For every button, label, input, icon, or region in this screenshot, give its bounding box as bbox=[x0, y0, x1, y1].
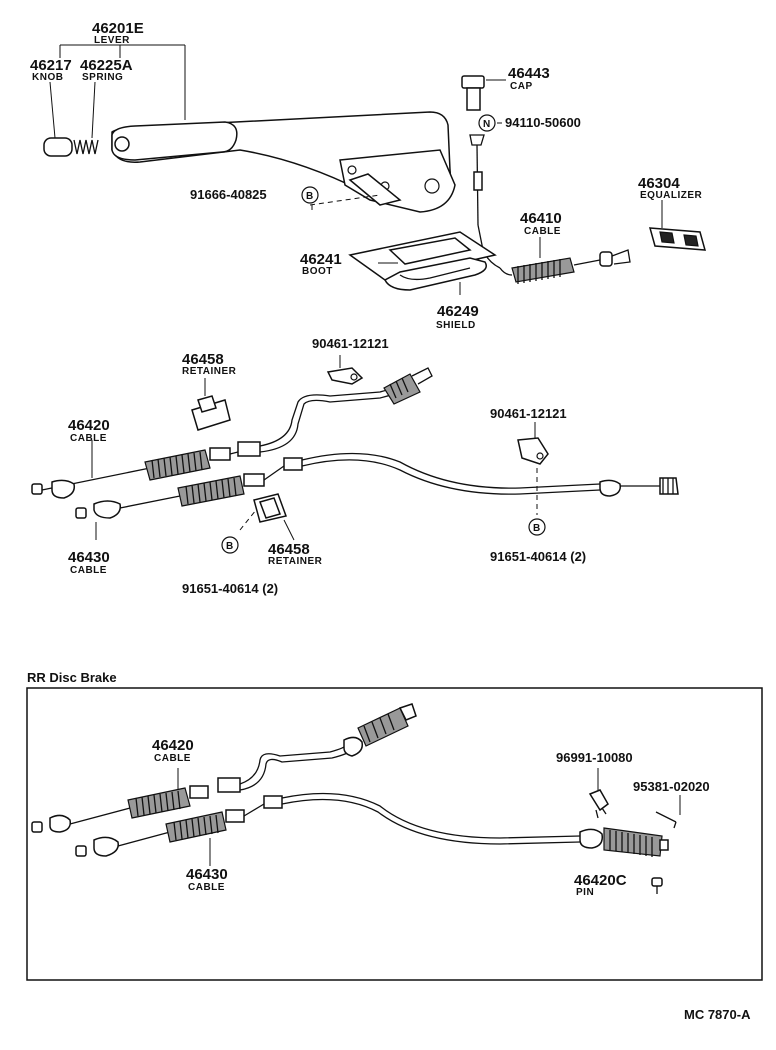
rr-pin2-part bbox=[655, 795, 681, 829]
label-knob-num: 46217 bbox=[30, 57, 72, 74]
label-n-num: 94110-50600 bbox=[505, 115, 581, 130]
b-marker-2 bbox=[221, 536, 239, 554]
label-b-mark-2: B bbox=[226, 541, 234, 552]
label-boot-num: 46241 bbox=[300, 251, 342, 268]
label-cable-46420-name: CABLE bbox=[70, 433, 107, 444]
label-b-mark-3: B bbox=[533, 523, 541, 534]
label-retainer-1-name: RETAINER bbox=[182, 366, 237, 377]
label-rr-pin2-num: 95381-02020 bbox=[633, 779, 710, 794]
label-cable-46410-num: 46410 bbox=[520, 210, 562, 227]
label-shield-name: SHIELD bbox=[436, 320, 476, 331]
label-footer-code: MC 7870-A bbox=[684, 1007, 751, 1022]
label-retainer-2-name: RETAINER bbox=[268, 556, 323, 567]
cap-part bbox=[461, 75, 506, 111]
cable-46430-part bbox=[75, 452, 679, 540]
label-cable-46420-num: 46420 bbox=[68, 417, 110, 434]
label-cable-46430-name: CABLE bbox=[70, 565, 107, 576]
clip-2-part bbox=[517, 422, 549, 515]
label-retainer-1-num: 46458 bbox=[182, 351, 224, 368]
label-knob-name: KNOB bbox=[32, 72, 63, 83]
label-boot-name: BOOT bbox=[302, 266, 333, 277]
rr-cable-46430-part bbox=[75, 792, 669, 866]
b-marker-1 bbox=[301, 186, 319, 204]
retainer-2-part bbox=[239, 493, 295, 541]
label-b-num-1: 91666-40825 bbox=[190, 187, 267, 202]
label-rr-cable-46430-name: CABLE bbox=[188, 882, 225, 893]
label-cable-46430-num: 46430 bbox=[68, 549, 110, 566]
rr-clip-part bbox=[588, 768, 609, 819]
labels: 46201E LEVER 46217 KNOB 46225A SPRING 46… bbox=[27, 20, 751, 1022]
label-lever-name: LEVER bbox=[94, 35, 130, 46]
cable-46420-part bbox=[31, 367, 433, 499]
label-lever-num: 46201E bbox=[92, 20, 144, 37]
label-spring-name: SPRING bbox=[82, 72, 123, 83]
label-rr-cable-46420-num: 46420 bbox=[152, 737, 194, 754]
boot-shield bbox=[348, 231, 497, 295]
knob-shape bbox=[43, 137, 73, 157]
label-n-mark: N bbox=[483, 119, 491, 130]
label-clip-2-num: 90461-12121 bbox=[490, 406, 567, 421]
label-spring-num: 46225A bbox=[80, 57, 133, 74]
label-equalizer-num: 46304 bbox=[638, 175, 680, 192]
rr-cable-46420-part bbox=[31, 703, 417, 833]
label-bolt-right-num: 91651-40614 (2) bbox=[490, 549, 586, 564]
spring-shape bbox=[73, 139, 99, 155]
retainer-1-part bbox=[191, 378, 231, 431]
label-rr-cable-46430-num: 46430 bbox=[186, 866, 228, 883]
label-equalizer-name: EQUALIZER bbox=[640, 190, 703, 201]
clip-1-part bbox=[326, 355, 364, 385]
label-rr-cable-46420-name: CABLE bbox=[154, 753, 191, 764]
label-cap-num: 46443 bbox=[508, 65, 550, 82]
rr-disc-brake-box bbox=[26, 687, 763, 981]
equalizer-part bbox=[648, 200, 707, 251]
label-section-title: RR Disc Brake bbox=[27, 670, 117, 685]
label-retainer-2-num: 46458 bbox=[268, 541, 310, 558]
cable-46410 bbox=[499, 237, 631, 284]
label-bolt-left-num: 91651-40614 (2) bbox=[182, 581, 278, 596]
label-clip-1-num: 90461-12121 bbox=[312, 336, 389, 351]
b-marker-3 bbox=[528, 518, 546, 536]
label-rr-pin-name: PIN bbox=[576, 887, 594, 898]
label-rr-pin-num: 46420C bbox=[574, 872, 627, 889]
label-cap-name: CAP bbox=[510, 81, 533, 92]
label-shield-num: 46249 bbox=[437, 303, 479, 320]
lever-grip-shape bbox=[111, 121, 238, 161]
lever-assembly bbox=[43, 44, 456, 213]
label-cable-46410-name: CABLE bbox=[524, 226, 561, 237]
label-b-mark-1: B bbox=[306, 191, 314, 202]
rr-pin-part bbox=[651, 877, 663, 894]
label-rr-clip-num: 96991-10080 bbox=[556, 750, 633, 765]
